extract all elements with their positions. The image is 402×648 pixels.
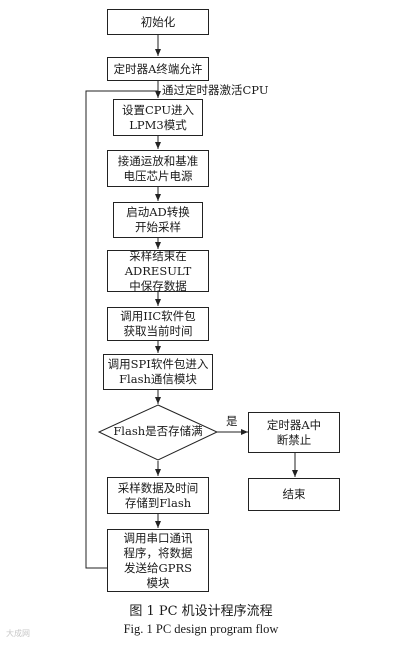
timer-disable-box: 定时器A中 断禁止 (248, 412, 340, 453)
save-adresult-box: 采样结束在 ADRESULT 中保存数据 (107, 249, 209, 293)
start-ad-box: 启动AD转换 开始采样 (113, 202, 203, 238)
set-lpm3-box: 设置CPU进入 LPM3模式 (113, 99, 203, 136)
timer-activate-label: 通过定时器激活CPU (162, 83, 269, 97)
watermark: 大成网 (6, 629, 30, 638)
decision-diamond (97, 404, 219, 461)
timer-allow-box: 定时器A终端允许 (107, 57, 209, 81)
power-on-box: 接通运放和基准 电压芯片电源 (107, 150, 209, 187)
send-gprs-box: 调用串口通讯 程序，将数据 发送给GPRS 模块 (107, 529, 209, 592)
decision-label: Flash是否存储满 (113, 424, 203, 438)
yes-label: 是 (226, 414, 238, 428)
store-flash-box: 采样数据及时间 存储到Flash (107, 477, 209, 514)
figure-caption-cn: 图 1 PC 机设计程序流程 (129, 604, 273, 619)
spi-flash-box: 调用SPI软件包进入 Flash通信模块 (103, 354, 213, 390)
init-box: 初始化 (107, 9, 209, 35)
figure-caption-en: Fig. 1 PC design program flow (123, 622, 279, 636)
end-box: 结束 (248, 478, 340, 511)
iic-time-box: 调用IIC软件包 获取当前时间 (107, 307, 209, 341)
loop-back-line (85, 90, 158, 569)
